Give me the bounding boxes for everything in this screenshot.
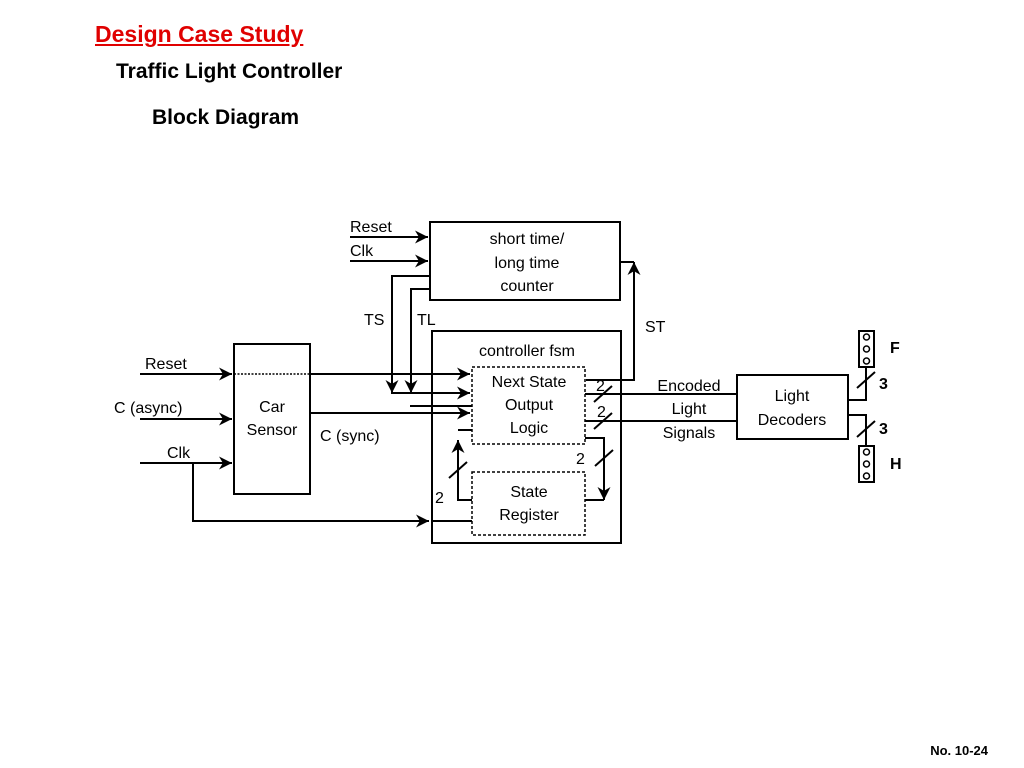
bus-slash-feedback-down	[594, 449, 614, 467]
fsm-label: controller fsm	[479, 343, 575, 360]
bus-width-feedback-up: 2	[435, 490, 444, 507]
bus-slash-feedback-up	[448, 461, 468, 479]
sensor-sync-label: C (sync)	[320, 428, 380, 445]
slide-number: No. 10-24	[930, 743, 988, 758]
traffic-light-h	[858, 445, 875, 483]
light-f-lamp-2	[862, 345, 871, 353]
light-f-lamp-1	[862, 333, 871, 341]
light-h-label: H	[890, 456, 902, 473]
tl-label: TL	[417, 312, 436, 329]
decoder-to-h	[848, 414, 867, 446]
car-sensor-block	[233, 343, 311, 495]
bus-width-out-b: 2	[597, 404, 606, 421]
st-label: ST	[645, 319, 666, 336]
decoder-width-f: 3	[879, 376, 888, 393]
car-sensor-label-2: Sensor	[247, 422, 298, 439]
bus-slash-out-b	[593, 412, 613, 430]
encoded-label-1: Encoded	[657, 378, 720, 395]
counter-label-3: counter	[500, 278, 554, 295]
bus-slash-out-a	[593, 385, 613, 403]
tl-signal-arrow	[404, 288, 430, 393]
light-decoders-block	[736, 374, 849, 440]
light-h-lamp-3	[862, 472, 871, 480]
ts-label: TS	[364, 312, 384, 329]
feedback-down-arrow	[585, 437, 611, 500]
bus-slash-h	[856, 420, 876, 438]
bus-width-out-a: 2	[596, 378, 605, 395]
counter-label-2: long time	[495, 255, 560, 272]
traffic-light-f	[858, 330, 875, 368]
decoder-width-h: 3	[879, 421, 888, 438]
next-state-label-2: Output	[505, 397, 554, 414]
light-f-label: F	[890, 340, 900, 357]
feedback-up-arrow	[451, 440, 472, 501]
encoded-label-2: Light	[672, 401, 707, 418]
decoders-label-1: Light	[775, 388, 810, 405]
decoders-label-2: Decoders	[758, 412, 826, 429]
counter-reset-label: Reset	[350, 219, 392, 236]
section-heading: Block Diagram	[152, 106, 300, 129]
bus-slash-f	[856, 371, 876, 389]
state-register-label-2: Register	[499, 507, 559, 524]
sensor-clk-label: Clk	[167, 445, 191, 462]
slide-title: Design Case Study	[95, 21, 304, 47]
state-register-label-1: State	[510, 484, 547, 501]
sensor-async-label: C (async)	[114, 400, 182, 417]
clk-to-register-arrow	[192, 463, 429, 528]
counter-label-1: short time/	[490, 231, 565, 248]
controller-fsm-block	[431, 330, 622, 544]
decoder-to-f	[848, 367, 867, 401]
next-state-label-1: Next State	[492, 374, 567, 391]
light-h-lamp-2	[862, 460, 871, 468]
slide-subtitle: Traffic Light Controller	[116, 60, 343, 83]
car-sensor-label-1: Car	[259, 399, 285, 416]
st-signal-arrow	[586, 262, 641, 381]
light-h-lamp-1	[862, 448, 871, 456]
encoded-label-3: Signals	[663, 425, 715, 442]
bus-width-feedback-down: 2	[576, 451, 585, 468]
counter-clk-label: Clk	[350, 243, 374, 260]
sensor-reset-label: Reset	[145, 356, 187, 373]
light-f-lamp-3	[862, 357, 871, 365]
next-state-label-3: Logic	[510, 420, 548, 437]
state-register-block	[471, 471, 586, 536]
